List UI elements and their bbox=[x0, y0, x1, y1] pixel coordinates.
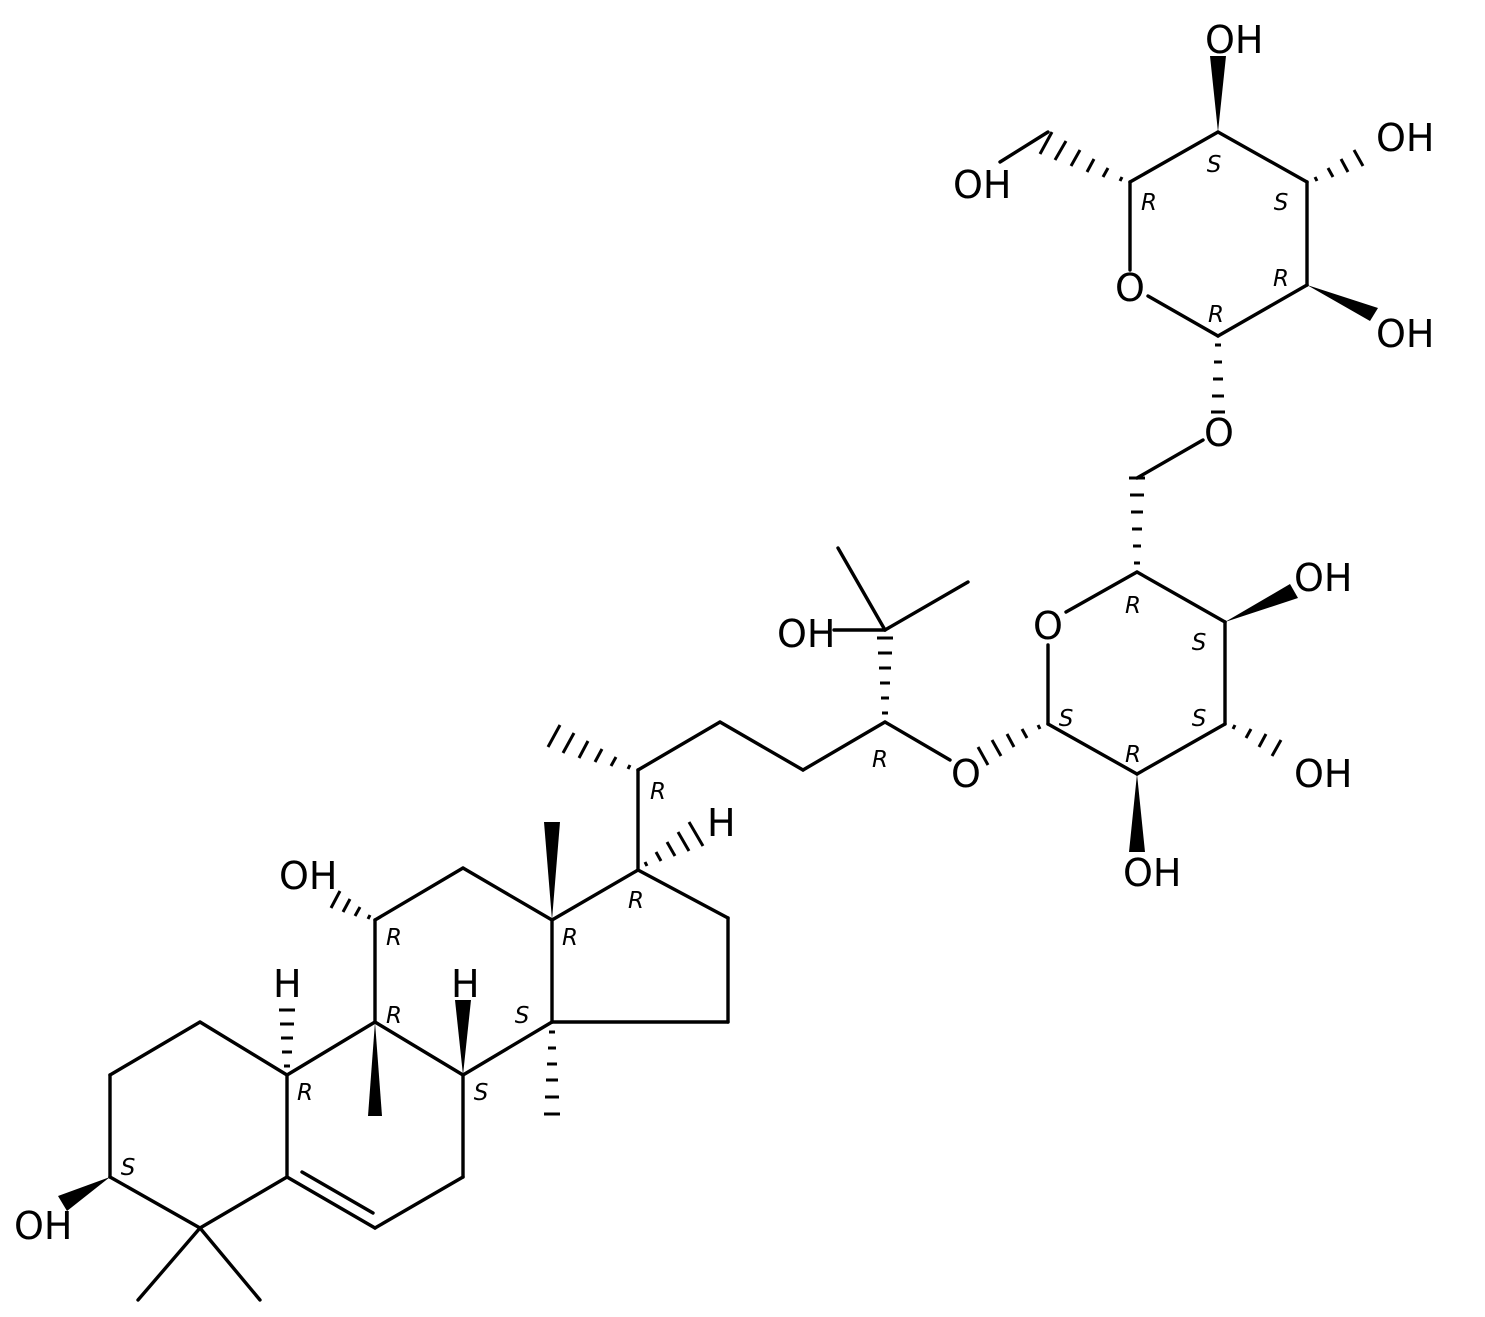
bond bbox=[636, 720, 722, 772]
hash-bond bbox=[544, 1030, 560, 1116]
stereo-label-inner-c3: S bbox=[1192, 706, 1207, 732]
stereo-label-c24: R bbox=[872, 747, 888, 773]
bond bbox=[883, 720, 952, 762]
bond bbox=[108, 1175, 202, 1230]
bond bbox=[285, 1020, 377, 1077]
wedge-bonds bbox=[58, 56, 1378, 1211]
stereo-label-c9: R bbox=[297, 1080, 313, 1106]
bond bbox=[801, 720, 887, 772]
atom-label-h-c8: H bbox=[451, 962, 480, 1006]
bond-skeleton bbox=[108, 130, 1309, 1302]
bond bbox=[1216, 130, 1309, 184]
bond bbox=[1046, 722, 1139, 776]
bond bbox=[836, 546, 887, 632]
hash-bond bbox=[1129, 476, 1145, 565]
bond bbox=[1216, 283, 1309, 338]
hash-bond bbox=[877, 636, 893, 715]
stereo-label-inner-c1: S bbox=[1059, 706, 1074, 732]
hash-bond bbox=[1231, 724, 1283, 757]
bond bbox=[883, 580, 970, 632]
bond bbox=[550, 868, 640, 922]
bond bbox=[1135, 438, 1205, 480]
bond bbox=[136, 1226, 202, 1302]
atom-label-h-c9: H bbox=[273, 962, 302, 1006]
atom-label-o-linker: O bbox=[1204, 411, 1234, 455]
bond bbox=[198, 1226, 262, 1302]
stereo-label-inner-c2: R bbox=[1125, 742, 1141, 768]
hash-bond bbox=[643, 821, 705, 867]
hash-bond bbox=[1211, 343, 1225, 414]
atom-label-oh-c11: OH bbox=[279, 854, 337, 898]
atom-label-oh-c3: OH bbox=[14, 1204, 72, 1248]
bond bbox=[198, 1020, 289, 1077]
atom-label-oh-inner-c4: OH bbox=[1294, 556, 1352, 600]
bond bbox=[1128, 130, 1220, 184]
hash-bond bbox=[1038, 131, 1124, 182]
bond bbox=[373, 1175, 465, 1230]
atom-label-oh-outer-c3: OH bbox=[1376, 116, 1434, 160]
bond bbox=[718, 720, 805, 772]
atom-label-o-glycosidic: O bbox=[951, 752, 981, 796]
atom-label-oh-outer-c2: OH bbox=[1376, 312, 1434, 356]
atom-label-oh-outer-c4: OH bbox=[1205, 18, 1263, 62]
bond bbox=[461, 1020, 554, 1077]
atom-label-o-ring-outer: O bbox=[1115, 266, 1145, 310]
stereo-label-c20: R bbox=[650, 779, 666, 805]
stereo-label-c14: S bbox=[515, 1003, 530, 1029]
stereo-label-outer-c2: R bbox=[1273, 266, 1289, 292]
wedge-bond bbox=[1129, 774, 1145, 852]
wedge-bond bbox=[1225, 584, 1298, 622]
stereo-label-outer-c5: R bbox=[1141, 190, 1157, 216]
bond bbox=[636, 868, 730, 920]
bond bbox=[285, 1175, 377, 1230]
atom-label-o-ring-inner: O bbox=[1033, 604, 1063, 648]
stereo-label-outer-c1: R bbox=[1208, 302, 1224, 328]
bond bbox=[1064, 570, 1139, 614]
hash-bond bbox=[329, 890, 372, 920]
bond bbox=[461, 866, 554, 922]
bond bbox=[198, 1175, 289, 1230]
hash-bonds bbox=[279, 131, 1365, 1116]
stereo-label-outer-c3: S bbox=[1274, 190, 1289, 216]
stereo-label-c17: R bbox=[628, 888, 644, 914]
bond bbox=[998, 130, 1050, 164]
bond bbox=[1146, 294, 1220, 338]
stereo-label-outer-c4: S bbox=[1207, 152, 1222, 178]
atom-label-h-c17: H bbox=[707, 801, 736, 845]
wedge-bond bbox=[58, 1177, 110, 1211]
atom-labels: OH OH H H H OH O O OH OH OH O O OH OH OH… bbox=[14, 18, 1434, 1248]
double-bond-inner bbox=[300, 1170, 375, 1215]
atom-label-oh-outer-c6: OH bbox=[953, 163, 1011, 207]
stereo-label-c11: R bbox=[386, 925, 402, 951]
stereo-label-inner-c4: S bbox=[1192, 630, 1207, 656]
stereo-label-c3: S bbox=[121, 1155, 136, 1181]
stereo-label-c13: R bbox=[562, 925, 578, 951]
wedge-bond bbox=[1210, 56, 1226, 132]
stereo-labels: S R R R S S R R R R S R S S R R R S S R bbox=[121, 152, 1289, 1181]
wedge-bond bbox=[368, 1022, 382, 1116]
bond bbox=[373, 1020, 465, 1077]
atom-label-oh-inner-c2: OH bbox=[1123, 851, 1181, 895]
bond bbox=[1135, 570, 1227, 624]
bond bbox=[108, 1020, 202, 1077]
wedge-bond bbox=[1307, 285, 1378, 321]
wedge-bond bbox=[455, 1000, 471, 1075]
hash-bond bbox=[976, 724, 1042, 766]
stereo-label-inner-c5: R bbox=[1125, 593, 1141, 619]
atom-label-oh-c25: OH bbox=[777, 612, 835, 656]
hash-bond bbox=[279, 1008, 295, 1068]
stereo-label-c10: R bbox=[386, 1003, 402, 1029]
hash-bond bbox=[546, 724, 632, 770]
atom-label-oh-inner-c3: OH bbox=[1294, 752, 1352, 796]
stereo-label-c8: S bbox=[474, 1080, 489, 1106]
hash-bond bbox=[1313, 149, 1365, 182]
wedge-bond bbox=[544, 822, 560, 920]
bond bbox=[1135, 722, 1227, 776]
bond bbox=[373, 866, 465, 922]
